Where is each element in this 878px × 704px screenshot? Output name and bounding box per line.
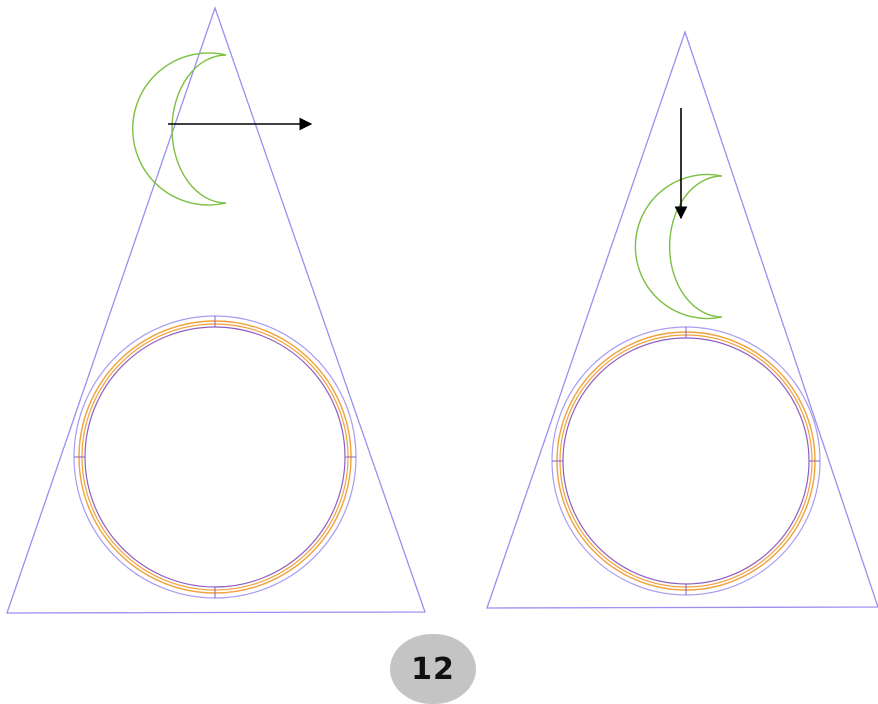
right-ring-ticks bbox=[552, 327, 820, 595]
right-panel bbox=[486, 29, 878, 609]
right-ring-inner bbox=[562, 337, 810, 585]
right-triangle bbox=[486, 29, 878, 609]
left-ring-orange-outer bbox=[78, 320, 352, 594]
left-ring-orange-inner bbox=[81, 323, 349, 591]
right-ring-orange-inner bbox=[559, 334, 813, 588]
left-ring-outer bbox=[73, 315, 357, 599]
right-crescent-moon bbox=[634, 173, 723, 320]
page-number: 12 bbox=[411, 651, 455, 687]
left-triangle bbox=[6, 6, 426, 614]
left-ring-inner bbox=[84, 326, 346, 588]
left-ring bbox=[73, 315, 357, 599]
left-crescent-moon bbox=[131, 52, 227, 206]
page-number-badge: 12 bbox=[390, 634, 476, 704]
left-panel bbox=[6, 6, 426, 614]
left-ring-ticks bbox=[74, 316, 356, 598]
right-ring-outer bbox=[551, 326, 821, 596]
right-ring bbox=[551, 326, 821, 596]
right-ring-orange-outer bbox=[556, 331, 816, 591]
